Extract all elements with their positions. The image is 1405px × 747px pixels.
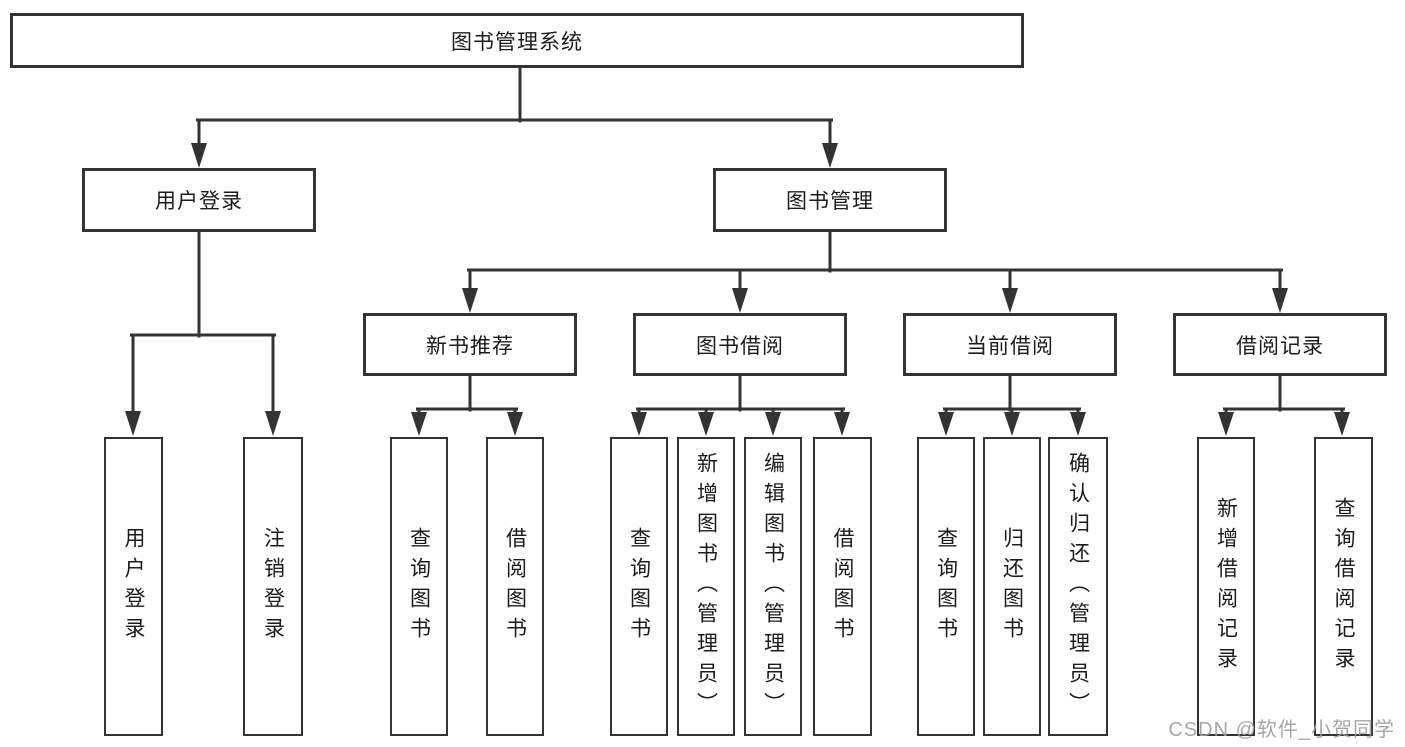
node-book-management: 图书管理 <box>713 168 947 232</box>
connector-new-book-recommend-to-leaves <box>411 374 523 436</box>
node-user-login: 用户登录 <box>82 168 316 232</box>
connector-root-to-level2 <box>191 66 838 168</box>
leaf-add-books-admin: 新增图书（管理员） <box>677 437 735 736</box>
leaf-borrow-books: 借阅图书 <box>813 437 872 736</box>
leaf-label: 编辑图书（管理员） <box>761 451 785 722</box>
leaf-label: 查询借阅记录 <box>1332 496 1355 677</box>
connector-user-login-to-leaves <box>125 230 281 436</box>
csdn-watermark: CSDN @软件_小贺同学 <box>1168 719 1395 741</box>
node-book-borrow: 图书借阅 <box>633 313 847 376</box>
leaf-label: 借阅图书 <box>503 526 527 647</box>
node-label: 图书借阅 <box>696 334 784 358</box>
connector-book-management-to-level3 <box>462 230 1288 313</box>
node-label: 当前借阅 <box>966 334 1054 358</box>
connector-borrow-records-to-leaves <box>1218 374 1350 436</box>
leaf-confirm-return-admin: 确认归还（管理员） <box>1048 437 1108 736</box>
connector-current-borrow-to-leaves <box>938 374 1086 436</box>
connector-book-borrow-to-leaves <box>631 374 850 436</box>
node-borrow-records: 借阅记录 <box>1173 313 1387 376</box>
leaf-query-books-current: 查询图书 <box>917 437 975 736</box>
leaf-label: 新增图书（管理员） <box>694 451 718 722</box>
leaf-query-books-recommend: 查询图书 <box>390 437 448 736</box>
leaf-label: 查询图书 <box>627 526 651 647</box>
leaf-edit-books-admin: 编辑图书（管理员） <box>744 437 802 736</box>
node-label: 图书管理系统 <box>451 30 583 54</box>
leaf-add-borrow-record: 新增借阅记录 <box>1197 437 1255 736</box>
node-current-borrow: 当前借阅 <box>903 313 1117 376</box>
node-label: 借阅记录 <box>1236 334 1324 358</box>
leaf-return-books: 归还图书 <box>983 437 1041 736</box>
leaf-label: 注销登录 <box>261 526 285 647</box>
leaf-borrow-books-recommend: 借阅图书 <box>486 437 544 736</box>
node-label: 用户登录 <box>155 190 243 213</box>
leaf-user-login: 用户登录 <box>104 437 163 736</box>
leaf-label: 借阅图书 <box>831 526 854 647</box>
node-label: 图书管理 <box>786 190 874 213</box>
node-label: 新书推荐 <box>426 334 514 358</box>
leaf-logout: 注销登录 <box>243 437 303 736</box>
leaf-label: 新增借阅记录 <box>1214 496 1238 677</box>
leaf-query-books-borrow: 查询图书 <box>610 437 668 736</box>
node-root-library-system: 图书管理系统 <box>10 13 1024 68</box>
leaf-label: 查询图书 <box>407 526 431 647</box>
leaf-label: 用户登录 <box>122 526 145 647</box>
leaf-query-borrow-record: 查询借阅记录 <box>1314 437 1373 736</box>
leaf-label: 归还图书 <box>1000 526 1024 647</box>
leaf-label: 确认归还（管理员） <box>1066 451 1090 722</box>
leaf-label: 查询图书 <box>934 526 958 647</box>
node-new-book-recommend: 新书推荐 <box>363 313 577 376</box>
